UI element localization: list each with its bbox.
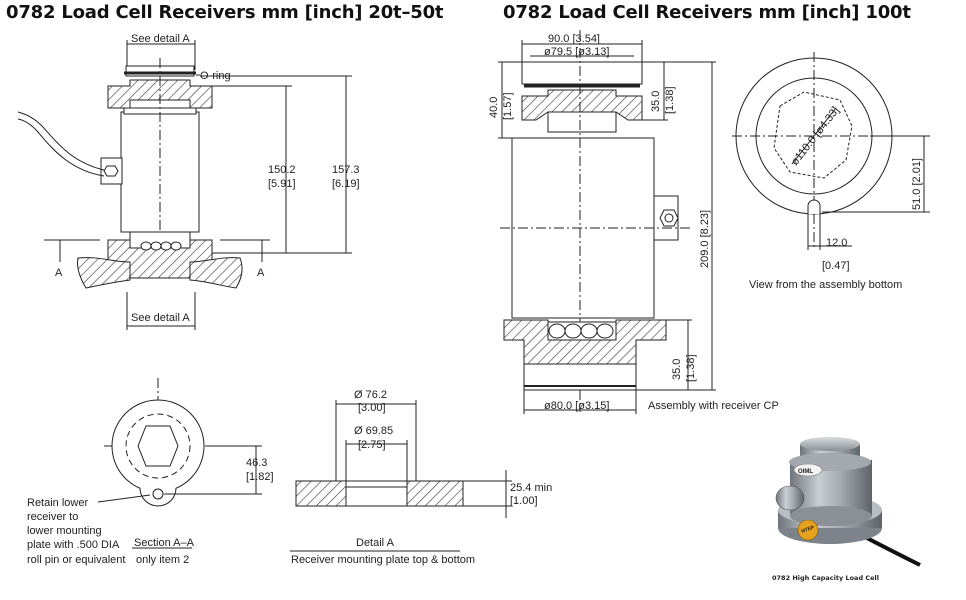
ntep-badge: NTEP — [801, 524, 816, 534]
dim-46-label: 46.3 — [246, 457, 267, 469]
dim-12-inch-label: [0.47] — [822, 260, 850, 272]
section-caption-sub: only item 2 — [136, 554, 189, 566]
left-elevation-view — [17, 40, 352, 330]
see-detail-bottom-label: See detail A — [131, 312, 190, 324]
detail-caption-sub: Receiver mounting plate top & bottom — [291, 554, 475, 566]
dim-35-top-label: 35.0 — [650, 91, 662, 112]
detail-a-view — [290, 400, 512, 552]
section-a-left-label: A — [55, 267, 63, 279]
dim-90-label: 90.0 [3.54] — [548, 33, 600, 45]
bottom-view — [732, 52, 930, 250]
dim-79-label: ø79.5 [ø3.13] — [544, 46, 609, 58]
oiml-badge: OIML — [798, 469, 813, 475]
note-line-5: roll pin or equivalent — [27, 554, 125, 566]
dim-150-inch-label: [5.91] — [268, 178, 296, 190]
section-a-a-view — [97, 378, 262, 549]
load-cell-photo: OIML NTEP 0782 High Capacity Load Cell — [760, 432, 921, 582]
dia-outer-label: Ø 76.2 — [354, 389, 387, 401]
right-elevation-view — [498, 30, 716, 414]
dia-inner-inch-label: [2.75] — [358, 439, 386, 451]
section-a-a-labels: 46.3 [1.82] Retain lower receiver to low… — [27, 457, 274, 566]
title-right: 0782 Load Cell Receivers mm [inch] 100t — [503, 2, 911, 23]
dim-157-inch-label: [6.19] — [332, 178, 360, 190]
assembly-caption: Assembly with receiver CP — [648, 400, 779, 412]
dim-25-inch-label: [1.00] — [510, 495, 538, 507]
oring-label: O-ring — [200, 70, 231, 82]
photo-caption: 0782 High Capacity Load Cell — [772, 574, 879, 582]
dia-outer-inch-label: [3.00] — [358, 402, 386, 414]
detail-a-labels: Ø 76.2 [3.00] Ø 69.85 [2.75] 25.4 min [1… — [291, 389, 552, 566]
see-detail-top-label: See detail A — [131, 33, 190, 45]
dim-12-label: 12.0 — [826, 237, 847, 249]
note-line-3: lower mounting — [27, 525, 102, 537]
dim-157-label: 157.3 — [332, 164, 360, 176]
dim-80-label: ø80.0 [ø3.15] — [544, 400, 609, 412]
dim-150-label: 150.2 — [268, 164, 296, 176]
dim-25-label: 25.4 min — [510, 482, 552, 494]
dim-40-inch-label: [1.57] — [502, 92, 514, 120]
right-elevation-labels: 90.0 [3.54] ø79.5 [ø3.13] 40.0 [1.57] 35… — [488, 33, 779, 412]
bottom-view-caption: View from the assembly bottom — [749, 279, 902, 291]
dim-46-inch-label: [1.82] — [246, 471, 274, 483]
dia-inner-label: Ø 69.85 — [354, 425, 393, 437]
dim-35-bottom-inch-label: [1.38] — [685, 354, 697, 382]
dim-40-label: 40.0 — [488, 97, 500, 118]
note-line-4: plate with .500 DIA — [27, 539, 120, 551]
section-caption: Section A–A — [134, 537, 195, 549]
dim-209-label: 209.0 [8.23] — [699, 210, 711, 268]
note-line-1: Retain lower — [27, 497, 88, 509]
dim-35-bottom-label: 35.0 — [671, 359, 683, 380]
left-elevation-labels: See detail A O-ring 150.2 [5.91] 157.3 [… — [55, 33, 360, 324]
detail-caption: Detail A — [356, 537, 395, 549]
section-a-right-label: A — [257, 267, 265, 279]
dim-35-top-inch-label: [1.38] — [664, 86, 676, 114]
title-left: 0782 Load Cell Receivers mm [inch] 20t–5… — [6, 2, 444, 23]
note-line-2: receiver to — [27, 511, 78, 523]
dim-51-label: 51.0 [2.01] — [911, 158, 923, 210]
